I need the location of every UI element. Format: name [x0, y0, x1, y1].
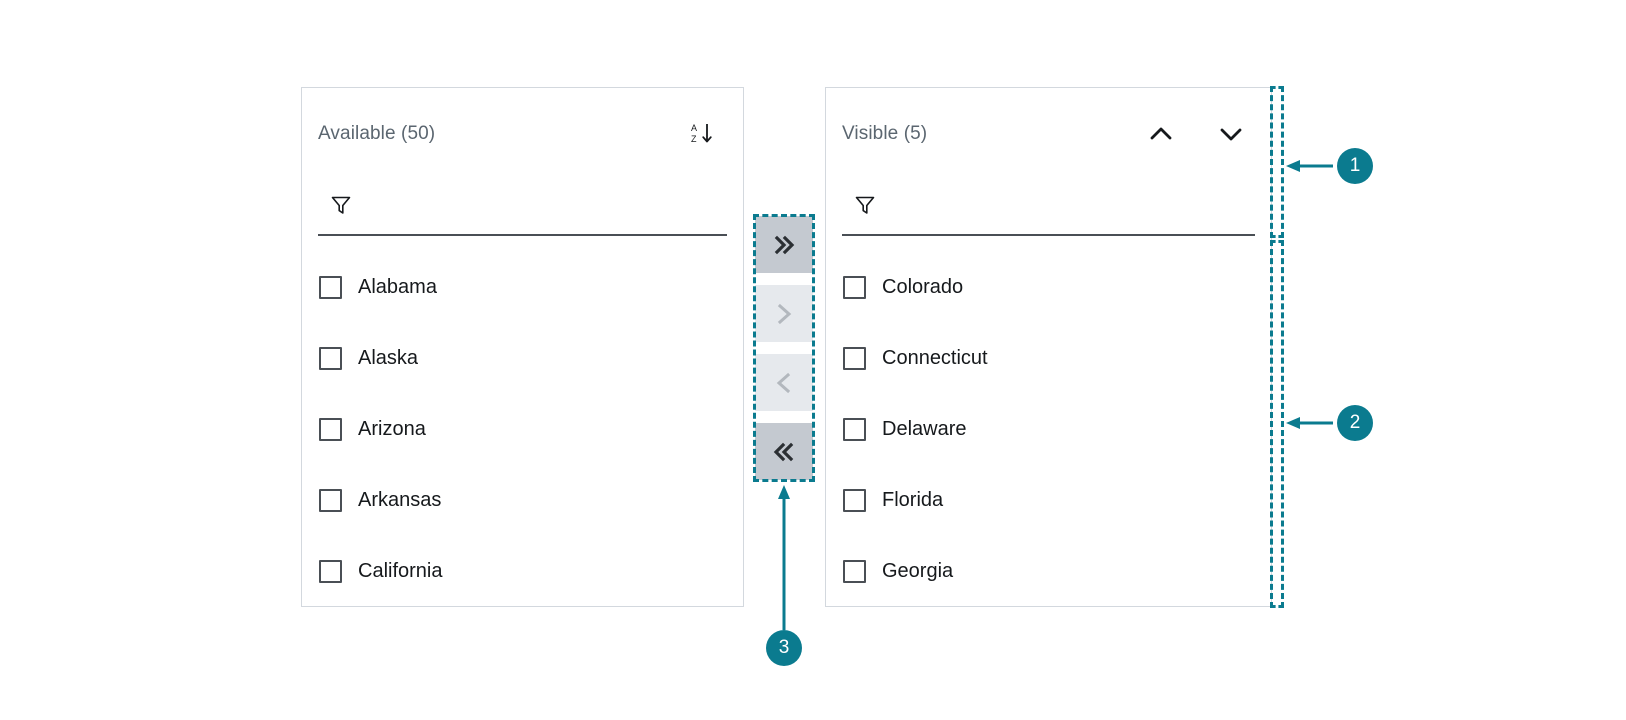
checkbox[interactable]	[319, 347, 342, 370]
annotation-outline-visible-list	[1270, 240, 1284, 608]
list-item[interactable]: Delaware	[826, 394, 1271, 465]
list-item-label: Arizona	[358, 418, 426, 440]
visible-panel-title: Visible (5)	[842, 123, 928, 144]
list-item-label: Delaware	[882, 418, 967, 440]
move-left-button[interactable]	[755, 354, 813, 411]
list-item-label: Alabama	[358, 276, 437, 298]
svg-text:Z: Z	[691, 134, 697, 144]
visible-panel-header: Visible (5)	[826, 88, 1271, 180]
annotation-badge-2: 2	[1337, 405, 1373, 441]
annotation-badge-1: 1	[1337, 148, 1373, 184]
transfer-button-column	[755, 216, 813, 480]
available-panel-header: Available (50) A Z	[302, 88, 743, 180]
available-filter-input[interactable]	[354, 185, 727, 225]
checkbox[interactable]	[843, 347, 866, 370]
list-item[interactable]: Alaska	[302, 323, 743, 394]
list-item-label: California	[358, 560, 443, 582]
list-item[interactable]: Arizona	[302, 394, 743, 465]
annotation-outline-visible-header	[1270, 86, 1284, 238]
list-item[interactable]: California	[302, 536, 743, 606]
move-all-right-button[interactable]	[755, 216, 813, 273]
list-item-label: Florida	[882, 489, 944, 511]
checkbox[interactable]	[319, 489, 342, 512]
sort-az-descending-icon[interactable]: A Z	[689, 120, 717, 148]
list-item[interactable]: Arkansas	[302, 465, 743, 536]
visible-filter-row[interactable]	[842, 176, 1255, 236]
visible-list[interactable]: Colorado Connecticut Delaware Florida Ge…	[826, 240, 1271, 606]
list-item[interactable]: Colorado	[826, 252, 1271, 323]
chevron-up-icon[interactable]	[1147, 120, 1175, 148]
checkbox[interactable]	[843, 560, 866, 583]
available-list[interactable]: Alabama Alaska Arizona Arkansas Californ…	[302, 240, 743, 606]
available-panel-title: Available (50)	[318, 123, 436, 144]
checkbox[interactable]	[843, 489, 866, 512]
list-item-label: Connecticut	[882, 347, 988, 369]
visible-panel: Visible (5)	[825, 87, 1272, 607]
list-item[interactable]: Alabama	[302, 252, 743, 323]
checkbox[interactable]	[843, 276, 866, 299]
checkbox[interactable]	[319, 560, 342, 583]
move-right-button[interactable]	[755, 285, 813, 342]
checkbox[interactable]	[319, 418, 342, 441]
filter-funnel-icon	[328, 192, 354, 218]
list-item[interactable]: Georgia	[826, 536, 1271, 606]
list-item[interactable]: Connecticut	[826, 323, 1271, 394]
list-item-label: Colorado	[882, 276, 964, 298]
svg-text:A: A	[691, 123, 697, 133]
visible-panel-header-actions	[1147, 120, 1245, 148]
list-item-label: Alaska	[358, 347, 419, 369]
available-filter-row[interactable]	[318, 176, 727, 236]
checkbox[interactable]	[843, 418, 866, 441]
list-item-label: Georgia	[882, 560, 954, 582]
filter-funnel-icon	[852, 192, 878, 218]
chevron-down-icon[interactable]	[1217, 120, 1245, 148]
visible-filter-input[interactable]	[878, 185, 1255, 225]
available-panel: Available (50) A Z	[301, 87, 744, 607]
list-item-label: Arkansas	[358, 489, 442, 511]
list-item[interactable]: Florida	[826, 465, 1271, 536]
move-all-left-button[interactable]	[755, 423, 813, 480]
checkbox[interactable]	[319, 276, 342, 299]
annotation-badge-3: 3	[766, 630, 802, 666]
available-panel-header-actions: A Z	[689, 120, 717, 148]
